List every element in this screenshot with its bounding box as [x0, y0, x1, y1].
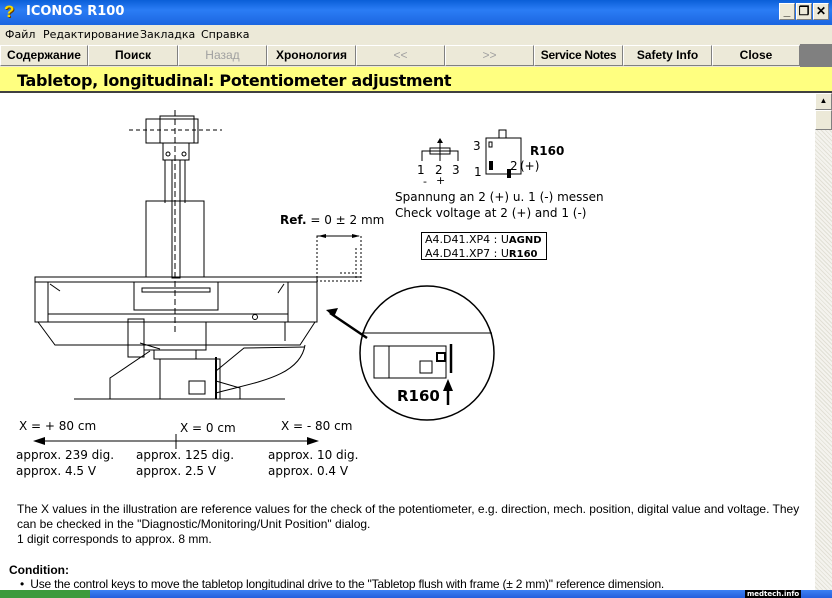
restore-button[interactable]: ❐: [796, 3, 812, 20]
menu-help[interactable]: Справка: [201, 28, 250, 41]
next-button[interactable]: >>: [445, 45, 534, 66]
back-button[interactable]: Назад: [178, 45, 267, 66]
scroll-up-arrow-icon[interactable]: ▲: [815, 93, 832, 110]
window-title: ICONOS R100: [26, 4, 125, 19]
ref-dimension-label: Ref. = 0 ± 2 mm: [280, 213, 385, 227]
connector-pin-1: 1: [474, 165, 482, 179]
position-zero-voltage: approx. 2.5 V: [136, 464, 217, 478]
toolbar: Содержание Поиск Назад Хронология << >> …: [0, 44, 832, 67]
contents-button[interactable]: Содержание: [0, 45, 88, 66]
search-button[interactable]: Поиск: [88, 45, 178, 66]
menu-bookmark[interactable]: Закладка: [140, 28, 196, 41]
condition-bullet: • Use the control keys to move the table…: [20, 577, 665, 590]
measure-instruction-en: Check voltage at 2 (+) and 1 (-): [395, 206, 587, 220]
page-title: Tabletop, longitudinal: Potentiometer ad…: [17, 71, 452, 90]
help-question-icon: ?: [4, 2, 15, 21]
description-text: The X values in the illustration are ref…: [17, 502, 807, 547]
right-arrow-head: [307, 437, 319, 445]
position-zero-label: X = 0 cm: [180, 421, 236, 435]
position-plus80-voltage: approx. 4.5 V: [16, 464, 97, 478]
condition-heading: Condition:: [9, 563, 69, 577]
service-notes-button[interactable]: Service Notes: [534, 45, 623, 66]
position-plus80-label: X = + 80 cm: [19, 419, 97, 433]
connector-pin-3: 3: [473, 139, 481, 153]
toolbar-filler: [800, 44, 832, 67]
watermark: medtech.info: [745, 590, 802, 598]
position-minus80-digits: approx. 10 dig.: [268, 448, 359, 462]
position-minus80-label: X = - 80 cm: [281, 419, 353, 433]
detail-magnifier-circle: [359, 285, 495, 421]
previous-button[interactable]: <<: [356, 45, 445, 66]
tabletop-diagram: [33, 110, 522, 449]
topic-heading-bar: Tabletop, longitudinal: Potentiometer ad…: [0, 67, 832, 93]
signal-row: A4.D41.XP4 : UAGND: [425, 233, 542, 246]
taskbar: [0, 590, 832, 598]
start-button[interactable]: [0, 590, 90, 598]
description-paragraph: The X values in the illustration are ref…: [17, 502, 800, 531]
pot-pin-1: 1: [417, 163, 425, 177]
connector-label: R160: [530, 144, 565, 158]
digit-note: 1 digit corresponds to approx. 8 mm.: [17, 532, 212, 546]
position-plus80-digits: approx. 239 dig.: [16, 448, 115, 462]
content-area: Ref. = 0 ± 2 mm 1 2 3 - + 3 1 2 (+) R160…: [0, 93, 815, 590]
minimize-button[interactable]: _: [779, 3, 795, 20]
pot-plus-sign: +: [436, 174, 446, 187]
history-button[interactable]: Хронология: [267, 45, 356, 66]
arrow-head: [326, 308, 338, 317]
close-window-button[interactable]: ✕: [813, 3, 829, 20]
safety-info-button[interactable]: Safety Info: [623, 45, 712, 66]
menu-file[interactable]: Файл: [5, 28, 36, 41]
scroll-thumb[interactable]: [815, 110, 832, 130]
left-arrow-head: [33, 437, 45, 445]
pot-pin-2: 2: [435, 163, 443, 177]
pot-pin-3: 3: [452, 163, 460, 177]
menu-edit[interactable]: Редактирование: [43, 28, 139, 41]
menu-bar: Файл Редактирование Закладка Справка: [0, 25, 832, 44]
signal-row: A4.D41.XP7 : UR160: [425, 247, 538, 260]
position-zero-digits: approx. 125 dig.: [136, 448, 235, 462]
close-button[interactable]: Close: [712, 45, 800, 66]
position-minus80-voltage: approx. 0.4 V: [268, 464, 349, 478]
detail-r160-label: R160: [397, 387, 440, 405]
pot-minus-sign: -: [423, 175, 427, 188]
title-bar: ? ICONOS R100 _ ❐ ✕: [0, 0, 832, 25]
vertical-scrollbar[interactable]: ▲: [815, 93, 832, 590]
signal-box: A4.D41.XP4 : UAGND A4.D41.XP7 : UR160: [421, 232, 547, 260]
connector-plus: (+): [520, 159, 540, 173]
measure-instruction-de: Spannung an 2 (+) u. 1 (-) messen: [395, 190, 604, 204]
connector-pin-2: 2: [510, 159, 518, 173]
diagram-head-block: [145, 118, 199, 144]
